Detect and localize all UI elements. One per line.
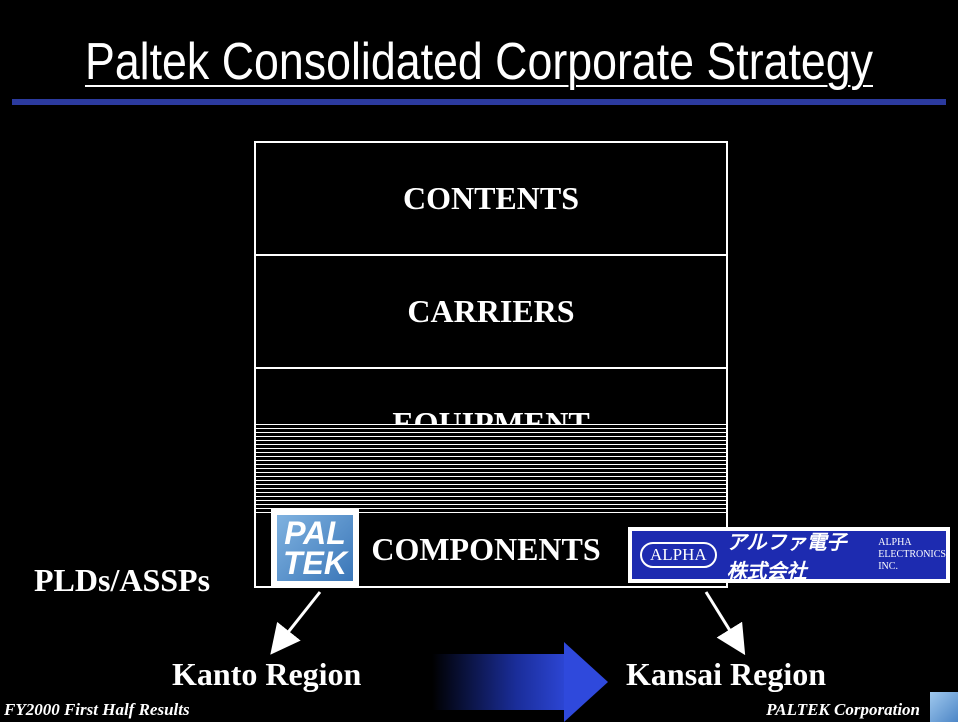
layer-contents-label: CONTENTS	[402, 180, 580, 216]
alpha-en-line1: ALPHA	[878, 537, 912, 548]
layer-components-label: COMPONENTS	[371, 530, 601, 567]
alpha-oval: ALPHA	[640, 542, 717, 568]
arrow-to-kanto	[270, 591, 322, 655]
kanto-region-label: Kanto Region	[172, 656, 362, 692]
slide-title: Paltek Consolidated Corporate Strategy	[84, 33, 874, 91]
footer-left: FY2000 First Half Results	[4, 700, 190, 719]
plds-assps-label: PLDs/ASSPs	[34, 562, 211, 598]
paltek-corner-logo-icon	[930, 692, 958, 722]
big-right-arrow	[432, 642, 608, 722]
alpha-en-line2: ELECTRONICS INC.	[878, 549, 946, 572]
layer-components: COMPONENTS	[254, 512, 728, 588]
alpha-japanese-name: アルファ電子株式会社	[726, 532, 847, 583]
paltek-logo-line1: PAL	[284, 515, 346, 551]
title-rule	[12, 99, 946, 105]
paltek-logo-line2: TEK	[283, 545, 347, 581]
arrow-to-kansai	[704, 591, 746, 656]
footer-right: PALTEK Corporation	[766, 700, 920, 719]
layer-carriers-label: CARRIERS	[407, 293, 575, 329]
paltek-logo: PAL TEK	[271, 509, 359, 587]
alpha-english-name: ALPHA ELECTRONICS INC.	[878, 537, 946, 573]
kansai-region-label: Kansai Region	[626, 656, 827, 692]
striped-band	[256, 424, 726, 514]
alpha-electronics-logo: ALPHA アルファ電子株式会社 ALPHA ELECTRONICS INC.	[628, 527, 950, 583]
